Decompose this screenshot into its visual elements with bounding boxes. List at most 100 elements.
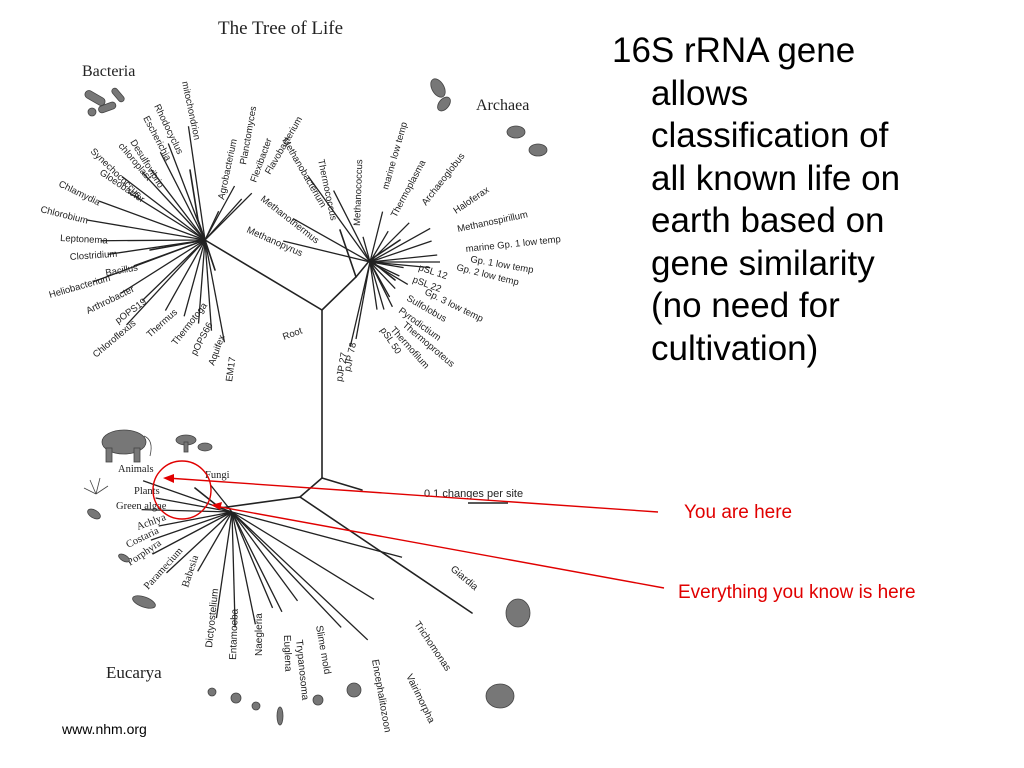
bacteria-branch-12: [98, 200, 206, 241]
bacteria-branch-22: [183, 239, 206, 317]
bacteria-branch-15: [107, 239, 206, 256]
everything-here-arrow: [214, 505, 665, 589]
taxon-clostridium: Clostridium: [69, 249, 117, 263]
archaea-branch-14: [369, 261, 404, 269]
archaea-branch-3: [362, 236, 371, 263]
eucarya-branch-3: [155, 497, 233, 513]
label-eucarya: Eucarya: [106, 663, 162, 682]
label-bacteria: Bacteria: [82, 63, 135, 80]
bacteria-branch-19: [141, 239, 206, 301]
taxon-green-algae: Green algae: [116, 501, 167, 512]
archaea-branch-5: [369, 230, 389, 263]
taxon-chlamydia: Chlamydia: [57, 179, 103, 209]
eucarya-branch-18: [231, 511, 375, 600]
bullet-line-8: cultivation): [651, 328, 819, 368]
label-root: Root: [281, 325, 304, 342]
taxon-aquifex: Aquifex: [206, 333, 227, 367]
archaea-branch-11: [369, 254, 438, 263]
bacteria-branch-14: [100, 239, 206, 242]
taxon-trypanosoma: Trypanosoma: [293, 639, 310, 701]
you-are-here-arrow: [166, 477, 659, 513]
taxon-chloroflexus: Chloroflexus: [91, 318, 139, 361]
taxon-heliobacterium: Heliobacterium: [48, 273, 112, 301]
bacteria-branch-13: [86, 219, 206, 241]
bacteria-branch-25: [204, 239, 226, 343]
archaea-branch-16: [369, 261, 409, 285]
bacteria-cells-icon: [84, 87, 125, 117]
annotation-markers: [152, 460, 665, 589]
diagram-title: The Tree of Life: [218, 18, 343, 39]
eucarya-branch-8: [166, 511, 233, 574]
bacteria-branch-5: [204, 192, 253, 241]
archaea-branch-10: [283, 240, 371, 263]
mushroom-icon: [175, 434, 213, 453]
bacteria-branch-17: [93, 239, 206, 283]
taxon-marine-gp1: marine Gp. 1 low temp: [465, 234, 561, 255]
bacteria-branch-11: [128, 191, 206, 241]
taxon-agrobacterium: Agrobacterium: [216, 138, 240, 201]
taxon-entamoeba: Entamoeba: [228, 608, 241, 660]
bacteria-branch-10: [121, 176, 206, 241]
eucarya-branch-2: [210, 485, 233, 513]
archaea-branch-13: [369, 261, 431, 269]
eucarya-branch-14: [231, 511, 283, 613]
taxon-chlorobium: Chlorobium: [39, 204, 89, 226]
archaea-branch-21: [369, 261, 378, 310]
taxon-fungi: Fungi: [205, 470, 230, 481]
bacteria-branch-3: [204, 185, 236, 241]
bacteria-branch-6: [167, 143, 206, 241]
taxon-slime-mold: Slime mold: [313, 625, 332, 676]
arrow-heads: [163, 474, 222, 510]
plant-icon: [83, 477, 109, 495]
taxon-pjp27: pJP 27: [334, 352, 350, 383]
taxon-mitochondrion: mitochondrion: [179, 80, 202, 141]
taxon-methanospirillum: Methanospirillum: [456, 209, 529, 235]
eucarya-branch-13: [231, 511, 274, 609]
bacteria-branch-21: [164, 239, 206, 311]
taxon-leptonema: Leptonema: [60, 233, 109, 247]
callout-everything-here: Everything you know is here: [678, 582, 916, 603]
bacteria-branch-7: [159, 151, 206, 241]
bullet-line-1: 16S rRNA gene: [612, 31, 856, 70]
eucarya-branch-7: [152, 511, 233, 555]
bacteria-branch-9: [141, 171, 206, 241]
taxon-encephalitozoon: Encephalitozoon: [369, 659, 393, 734]
eucarya-branches: [141, 480, 403, 641]
bullet-line-2: allows: [651, 73, 749, 113]
archaea-branch-20: [369, 261, 385, 310]
archaea-cells-icon: [430, 78, 548, 157]
eucarya-branch-9: [197, 511, 233, 572]
bullet-line-6: gene similarity: [651, 243, 875, 283]
eucarya-branch-17: [231, 511, 369, 641]
bacteria-branch-24: [204, 239, 213, 331]
eucarya-branch-15: [231, 511, 299, 602]
archaea-branch-9: [292, 218, 371, 263]
archaea-branch-6: [369, 222, 410, 263]
taxon-dictyostelium: Dictyostelium: [204, 588, 221, 648]
scale-label: 0.1 changes per site: [424, 488, 523, 500]
archaea-branch-23: [349, 261, 371, 347]
organism-illustrations: [83, 78, 548, 726]
bullet-text: 16S rRNA gene allows classification of a…: [612, 30, 1012, 370]
taxon-plants: Plants: [134, 486, 160, 497]
archaea-branch-17: [369, 261, 396, 290]
you-are-here-circle: [152, 460, 212, 520]
eucarya-branch-16: [231, 511, 342, 628]
bacteria-branch-18: [120, 239, 206, 294]
callout-you-are-here: You are here: [684, 502, 793, 523]
taxon-planctomyces: Planctomyces: [238, 105, 259, 165]
taxon-marine-low-temp: marine low temp: [380, 121, 410, 191]
archaea-branch-8: [369, 240, 432, 263]
bullet-line-3: classification of: [651, 116, 889, 155]
bacteria-branch-20: [126, 239, 206, 326]
bullet-line-4: all known life on: [651, 158, 901, 198]
algae-icon: [87, 508, 101, 520]
archaea-branches: [283, 176, 440, 347]
bacteria-branch-8: [150, 169, 206, 241]
taxon-trichomonas: Trichomonas: [412, 620, 453, 674]
archaea-branch-2: [333, 190, 371, 263]
bullet-line-7: (no need for: [651, 286, 840, 325]
taxon-bacillus: Bacillus: [105, 262, 139, 279]
archaea-branch-4: [369, 211, 384, 263]
label-archaea: Archaea: [476, 97, 529, 114]
